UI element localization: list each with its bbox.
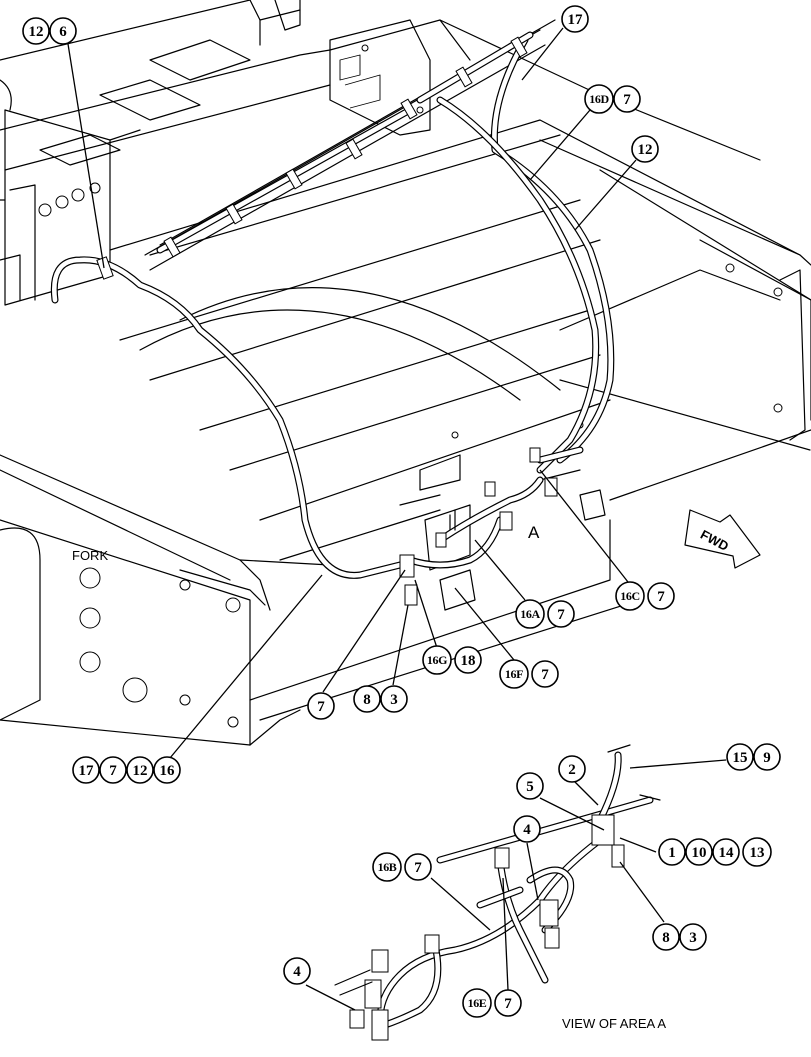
callout-label: 17: [568, 12, 584, 28]
callout-1-10-14-13: 1 10 14 13: [658, 837, 772, 867]
frame-structure: [0, 0, 811, 746]
callout-2: 2: [558, 755, 586, 783]
view-caption: VIEW OF AREA A: [562, 1016, 666, 1031]
callout-label: 1: [668, 845, 676, 861]
callout-17-top: 17: [561, 5, 589, 33]
callout-label: 5: [526, 779, 534, 795]
area-a-marker: A: [454, 509, 540, 542]
callout-4-mid: 4: [513, 815, 541, 843]
callout-17-7-12-16: 17 7 12 16: [72, 756, 181, 784]
callout-label: 16B: [378, 860, 397, 874]
callout-label: 16: [160, 763, 176, 779]
callout-4-bottom: 4: [283, 957, 311, 985]
callout-16c-7: 16C 7: [615, 581, 675, 611]
callout-label: 12: [133, 763, 148, 779]
forward-arrow: FWD: [684, 509, 761, 569]
callout-15-9: 15 9: [726, 743, 781, 771]
callout-16b-7: 16B 7: [372, 852, 432, 882]
callout-label: 4: [293, 964, 301, 980]
callout-label: 16G: [427, 653, 447, 667]
callout-label: 8: [662, 930, 670, 946]
fwd-label: FWD: [698, 527, 731, 554]
callout-label: 16C: [620, 589, 639, 603]
callout-16a-7: 16A 7: [515, 599, 575, 629]
callout-label: 7: [657, 589, 665, 605]
callout-label: 17: [79, 763, 95, 779]
callout-label: 4: [523, 822, 531, 838]
callout-16g-18: 16G 18: [422, 645, 482, 675]
callout-label: 7: [317, 699, 325, 715]
callout-label: 7: [109, 763, 117, 779]
callout-label: 9: [763, 750, 771, 766]
callout-16d-7: 16D 7: [584, 84, 641, 114]
callout-label: 7: [557, 607, 565, 623]
callout-label: 16F: [505, 667, 523, 681]
callout-label: 13: [750, 845, 765, 861]
callout-label: 12: [638, 142, 653, 158]
clamps-main: [96, 36, 558, 606]
callout-7: 7: [307, 692, 335, 720]
callout-label: 8: [363, 692, 371, 708]
callout-label: 16D: [589, 92, 609, 106]
callout-label: 7: [623, 92, 631, 108]
detail-view-area-a: [334, 744, 661, 1041]
callout-label: 7: [541, 667, 549, 683]
callout-8-3-bottom: 8 3: [652, 923, 707, 951]
hose-routing-main: [50, 31, 615, 579]
area-a-label: A: [528, 523, 540, 542]
callout-bubbles: 12 6 17 16D 7 12 16C 7 16A 7 16G 18: [22, 5, 781, 1018]
fork-label: FORK: [72, 548, 108, 563]
callout-12-right: 12: [631, 135, 659, 163]
callout-label: 15: [733, 750, 748, 766]
callout-label: 3: [390, 692, 398, 708]
callout-label: 7: [504, 996, 512, 1012]
callout-label: 14: [719, 845, 735, 861]
callout-label: 7: [414, 860, 422, 876]
callout-label: 18: [461, 653, 476, 669]
callout-label: 2: [568, 762, 576, 778]
callout-label: 6: [59, 24, 67, 40]
leader-lines: [67, 27, 727, 1011]
callout-12-6: 12 6: [22, 17, 77, 45]
callout-label: 16A: [520, 607, 540, 621]
callout-8-3-top: 8 3: [353, 685, 408, 713]
callout-16f-7: 16F 7: [499, 659, 559, 689]
callout-16e-7: 16E 7: [462, 988, 522, 1018]
callout-5: 5: [516, 772, 544, 800]
callout-label: 16E: [468, 996, 487, 1010]
callout-label: 10: [692, 845, 707, 861]
callout-label: 12: [29, 24, 44, 40]
callout-label: 3: [689, 930, 697, 946]
